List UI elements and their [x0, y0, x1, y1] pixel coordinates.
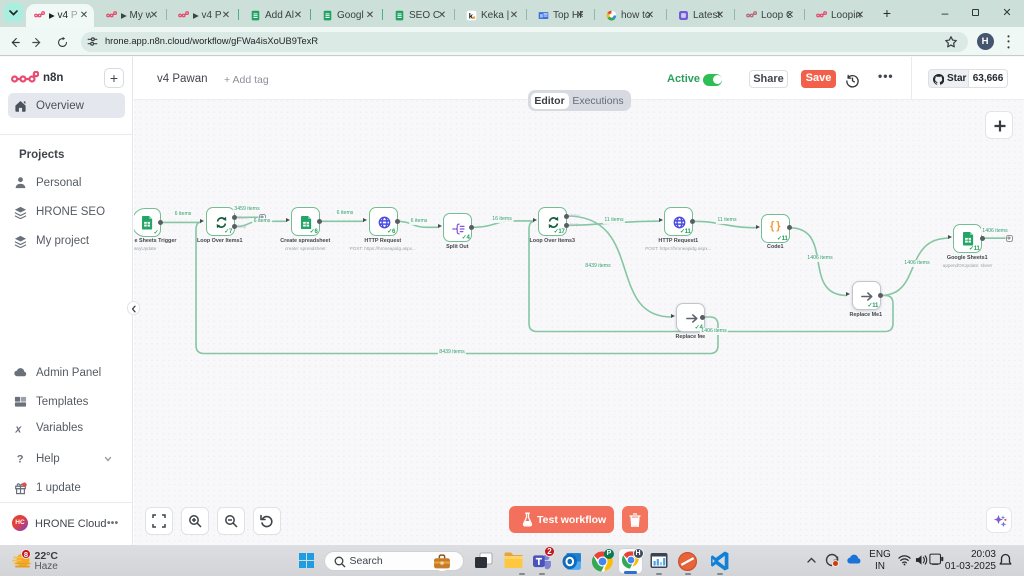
svg-text:k: k [469, 11, 474, 20]
svg-text:x: x [14, 423, 22, 434]
svg-text:?: ? [17, 454, 24, 465]
